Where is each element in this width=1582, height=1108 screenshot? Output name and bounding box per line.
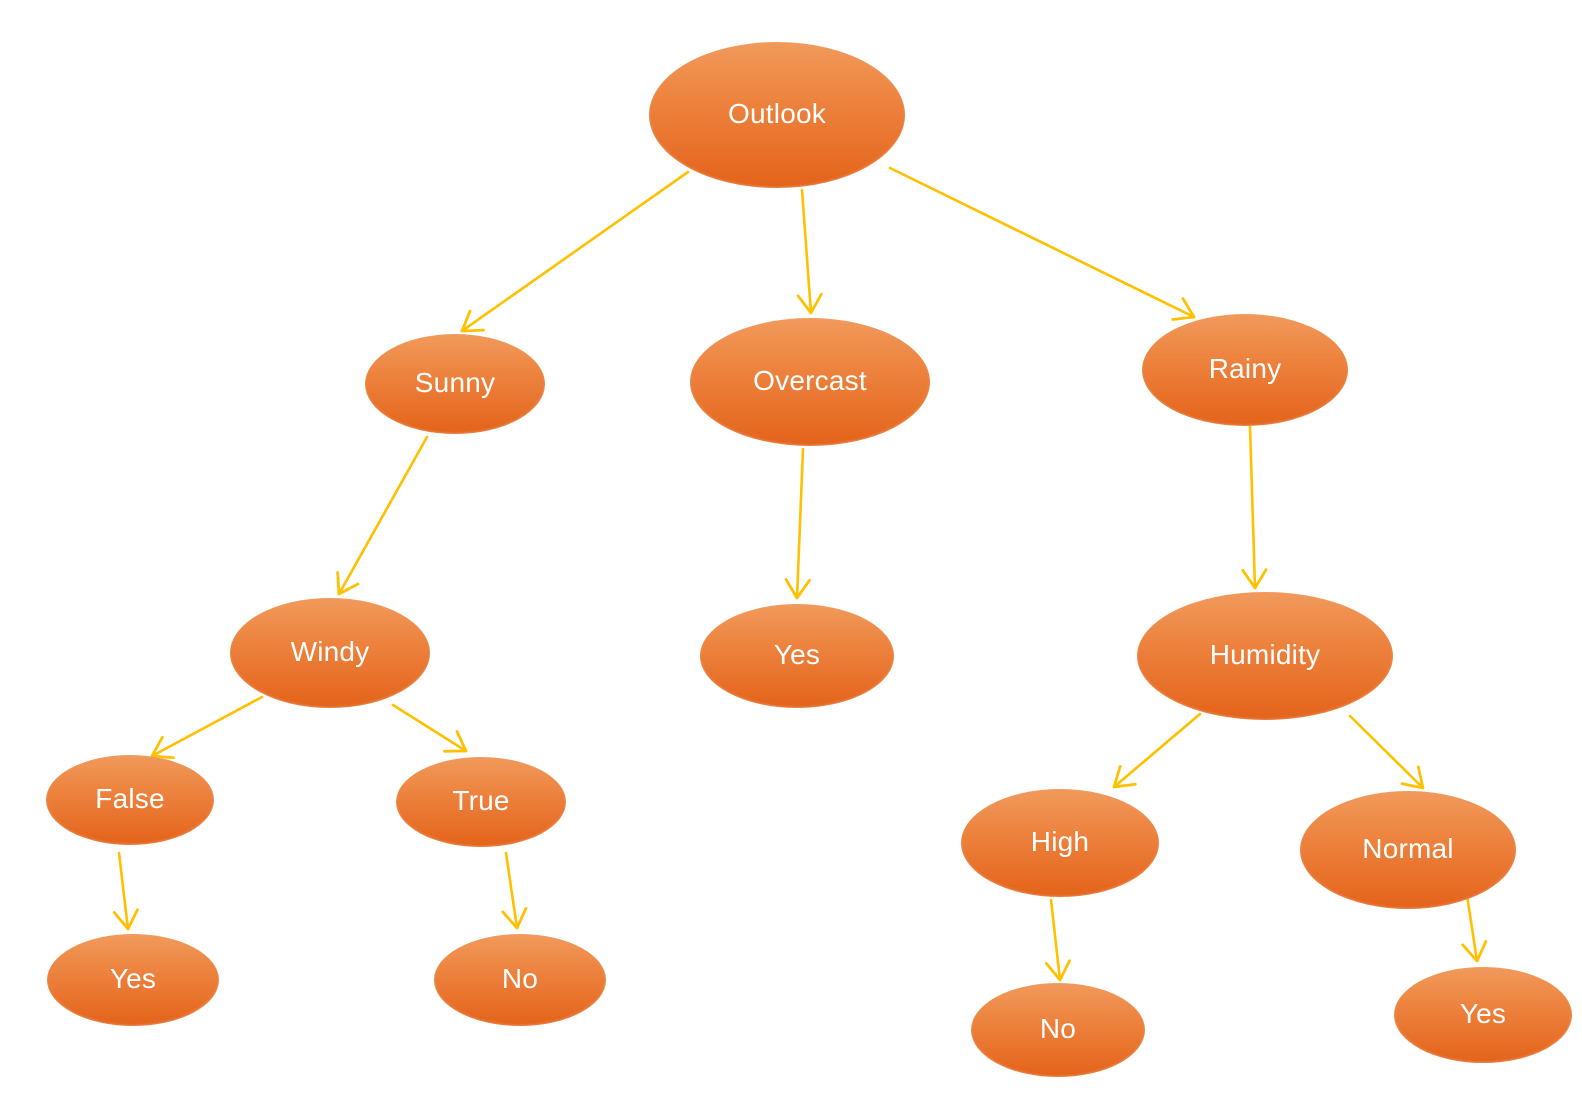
node-outlook-label: Outlook [728, 98, 826, 129]
node-normal-label: Normal [1362, 833, 1454, 864]
edge-true-to-no [501, 851, 528, 930]
node-false-label: False [95, 783, 165, 814]
node-yes-under-overcast-label: Yes [773, 639, 821, 670]
node-rainy-label: Rainy [1208, 353, 1282, 384]
edge-windy-to-true [391, 703, 468, 753]
node-windy-label: Windy [290, 636, 370, 667]
node-humidity: Humidity [1137, 592, 1393, 720]
node-yes-under-false: Yes [47, 934, 219, 1026]
node-yes-under-normal: Yes [1394, 967, 1572, 1063]
node-true-label: True [452, 785, 510, 816]
node-overcast-label: Overcast [753, 365, 867, 396]
node-high-label: High [1030, 826, 1090, 857]
node-no-under-high-label: No [1039, 1013, 1077, 1044]
edge-outlook-to-sunny [460, 170, 690, 333]
node-outlook: Outlook [649, 42, 905, 188]
node-no-under-high: No [971, 983, 1145, 1077]
node-humidity-label: Humidity [1209, 639, 1321, 670]
edge-false-to-yes [112, 851, 139, 931]
edge-rainy-to-humidity [1241, 424, 1268, 590]
edge-outlook-to-overcast [796, 188, 823, 315]
node-rainy: Rainy [1142, 314, 1348, 426]
node-normal: Normal [1300, 791, 1516, 909]
edge-sunny-to-windy [336, 435, 429, 596]
node-false: False [46, 755, 214, 845]
edge-high-to-no [1044, 898, 1071, 982]
node-no-under-true-label: No [501, 963, 539, 994]
node-no-under-true: No [434, 934, 606, 1026]
node-windy: Windy [230, 598, 430, 708]
edge-overcast-to-yes [784, 447, 811, 600]
node-high: High [961, 789, 1159, 897]
node-yes-under-false-label: Yes [109, 963, 157, 994]
edge-humidity-to-normal [1348, 714, 1425, 790]
node-overcast: Overcast [690, 318, 930, 446]
node-sunny-label: Sunny [414, 367, 496, 398]
node-yes-under-overcast: Yes [700, 604, 894, 708]
node-yes-under-normal-label: Yes [1459, 998, 1507, 1029]
edge-humidity-to-high [1112, 712, 1202, 789]
node-true: True [396, 757, 566, 847]
edge-outlook-to-rainy [888, 166, 1196, 321]
node-sunny: Sunny [365, 334, 545, 434]
edge-windy-to-false [150, 695, 264, 760]
